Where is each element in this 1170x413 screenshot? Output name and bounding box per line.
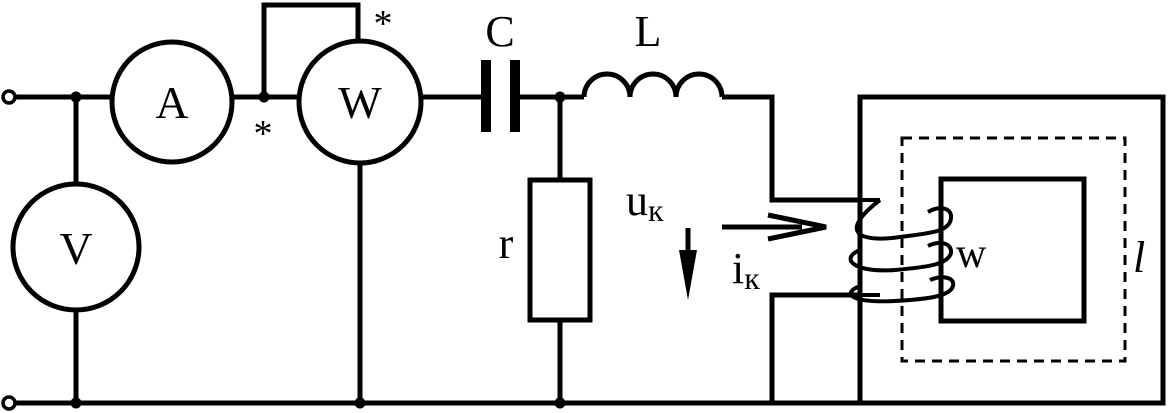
ammeter-label: A: [155, 77, 188, 128]
inductor-output-wire: [722, 94, 860, 203]
coil-current-arrow-head: [767, 212, 827, 242]
coil-voltage-arrow-head: [679, 250, 697, 300]
input-terminal-bottom: [1, 395, 17, 411]
wattmeter-voltage-link: [261, 2, 361, 97]
core-window: [938, 176, 1087, 324]
core-outer-edge: [857, 94, 1166, 406]
voltmeter: [10, 181, 142, 313]
resistor: [527, 177, 593, 323]
ammeter: [109, 39, 235, 165]
inductor-label: L: [635, 7, 662, 56]
inductor: [581, 71, 725, 98]
capacitor: [481, 60, 520, 132]
wattmeter-label: W: [338, 77, 382, 128]
capacitor-label: C: [485, 7, 514, 56]
winding: [848, 198, 956, 304]
input-terminal-top: [1, 89, 17, 105]
coil-voltage-label: uк: [626, 176, 664, 228]
coil-return-wire: [769, 292, 860, 403]
coil-current-label: iк: [732, 244, 760, 296]
resistor-label: r: [499, 219, 514, 268]
voltmeter-label: V: [59, 223, 92, 274]
path-length-label: l: [1133, 233, 1145, 282]
polarity-mark-current: *: [254, 113, 273, 155]
winding-turns-label: w: [956, 231, 987, 277]
mean-magnetic-path: [900, 136, 1127, 363]
polarity-mark-voltage: *: [374, 3, 393, 45]
junction-dots: [70, 91, 566, 409]
